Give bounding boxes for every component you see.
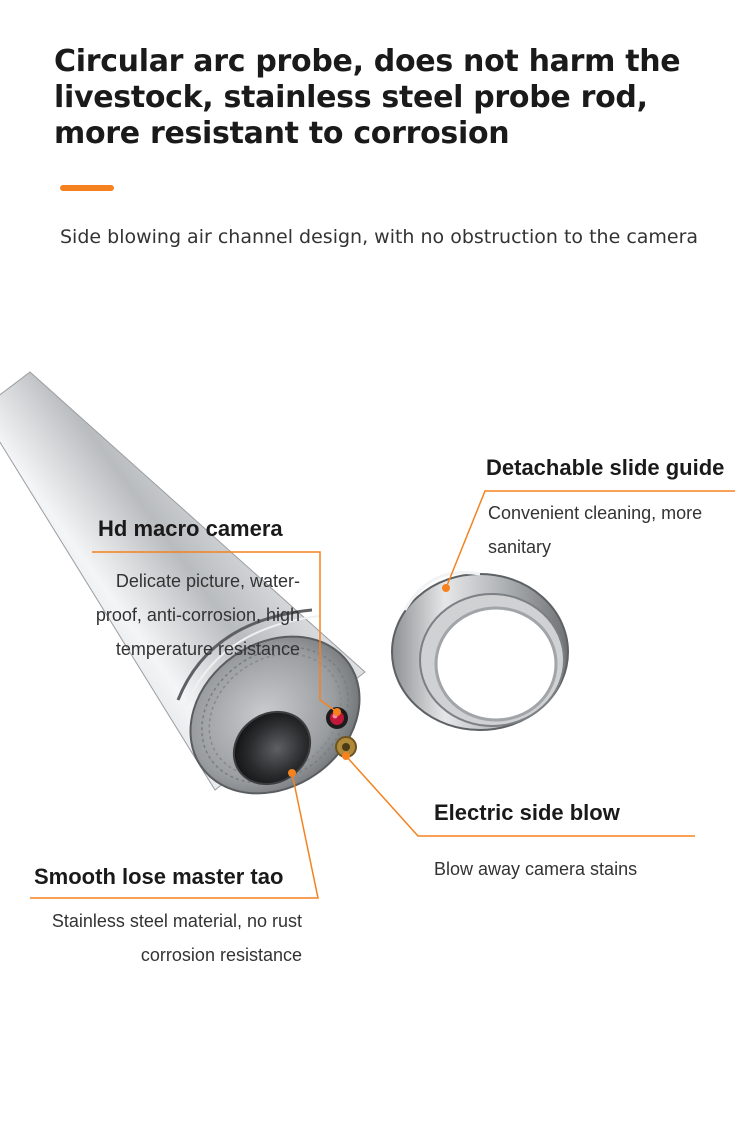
master-tao-callout-line xyxy=(30,772,319,899)
probe-rod xyxy=(0,371,366,795)
side-blow-callout-title: Electric side blow xyxy=(434,800,620,825)
master-tao-callout-desc: Stainless steel material, no rust corros… xyxy=(51,911,302,965)
page-subtitle: Side blowing air channel design, with no… xyxy=(60,226,699,248)
callout-lines xyxy=(30,490,735,899)
slide-guide-callout-line xyxy=(445,490,735,589)
slide-guide-ring xyxy=(391,571,569,731)
side-blow-callout-desc: Blow away camera stains xyxy=(434,859,638,879)
camera-callout-line xyxy=(92,551,338,713)
slide-guide-callout-title: Detachable slide guide xyxy=(486,455,725,480)
camera-lens xyxy=(326,707,348,729)
camera-callout-title: Hd macro camera xyxy=(98,516,283,541)
slide-guide-callout-desc: Convenient cleaning, more sanitary xyxy=(488,503,703,557)
page-title: Circular arc probe, does not harm the li… xyxy=(54,44,681,151)
master-tao-callout-title: Smooth lose master tao xyxy=(34,864,284,889)
callout-dots xyxy=(288,584,450,777)
side-blow-callout-line xyxy=(345,755,695,837)
accent-divider xyxy=(60,185,114,191)
camera-callout-desc: Delicate picture, water-proof, anti-corr… xyxy=(95,571,300,659)
probe-product-image xyxy=(0,371,735,899)
